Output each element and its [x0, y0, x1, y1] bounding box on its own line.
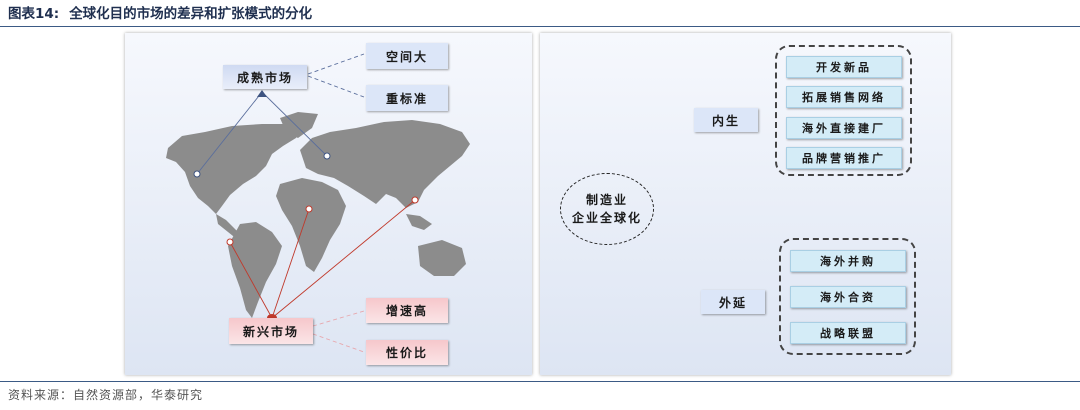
external-item-3: 战略联盟: [790, 322, 906, 344]
southeast-asia-shape: [406, 214, 432, 230]
mature-market-box: 成熟市场: [223, 65, 307, 89]
organic-item-2: 拓展销售网络: [786, 86, 902, 108]
bottom-rule: [0, 381, 1080, 382]
emerging-market-label: 新兴市场: [242, 324, 299, 339]
south-america-shape: [228, 222, 282, 318]
external-item-1: 海外并购: [790, 250, 906, 272]
manufacturing-globalization-node: 制造业 企业全球化: [560, 173, 654, 245]
north-america-shape: [166, 124, 303, 214]
figure-title: 图表14: 全球化目的市场的差异和扩张模式的分化: [8, 3, 312, 25]
africa-shape: [276, 178, 346, 272]
link-emerging-asia: [271, 199, 416, 319]
emerging-market-box: 新兴市场: [229, 318, 313, 344]
external-item-1-label: 海外并购: [820, 255, 876, 268]
organic-item-3-label: 海外直接建厂: [802, 122, 886, 135]
external-growth-box: 外延: [701, 290, 765, 314]
node-africa: [305, 205, 313, 213]
organic-item-1: 开发新品: [786, 56, 902, 78]
organic-growth-label: 内生: [711, 113, 740, 128]
mature-links: [196, 53, 365, 175]
organic-item-1-label: 开发新品: [816, 61, 872, 74]
emerging-trait-value-box: 性价比: [366, 340, 448, 365]
emerging-trait-growth: 增速高: [385, 304, 428, 318]
figure-label: 图表14:: [8, 6, 60, 22]
mature-trait-space-box: 空间大: [366, 43, 448, 69]
figure-title-text: 全球化目的市场的差异和扩张模式的分化: [69, 6, 313, 22]
australia-shape: [418, 240, 466, 276]
node-south-america: [226, 238, 234, 246]
link-emerging-africa: [271, 208, 310, 319]
organic-growth-box: 内生: [694, 108, 758, 132]
source-note: 资料来源：自然资源部，华泰研究: [8, 388, 204, 402]
link-mature-standard: [307, 75, 365, 98]
node-asia: [411, 196, 419, 204]
organic-item-2-label: 拓展销售网络: [802, 91, 886, 104]
external-growth-label: 外延: [718, 295, 747, 310]
link-mature-space: [307, 53, 365, 75]
eurasia-shape: [300, 120, 470, 208]
organic-items-group: [775, 45, 912, 176]
external-item-3-label: 战略联盟: [820, 327, 876, 340]
mature-market-label: 成熟市场: [236, 70, 293, 85]
center-line-1: 制造业: [585, 193, 628, 207]
node-europe: [323, 152, 331, 160]
organic-item-3: 海外直接建厂: [786, 117, 902, 139]
mature-arrow-head: [257, 90, 267, 97]
emerging-links: [229, 199, 416, 319]
mature-trait-standard: 重标准: [385, 91, 428, 106]
world-map: [166, 112, 470, 318]
node-north-america: [193, 170, 201, 178]
external-item-2-label: 海外合资: [820, 291, 876, 304]
emerging-trait-links: [312, 310, 365, 353]
emerging-trait-growth-box: 增速高: [366, 298, 448, 323]
external-item-2: 海外合资: [790, 286, 906, 308]
link-mature-europe: [261, 91, 328, 157]
center-line-2: 企业全球化: [571, 211, 642, 225]
link-mature-north-america: [196, 91, 263, 175]
link-emerging-value: [312, 333, 365, 353]
organic-item-4-label: 品牌营销推广: [802, 152, 886, 165]
link-emerging-growth: [312, 310, 365, 327]
mature-trait-standard-box: 重标准: [366, 85, 448, 111]
mature-trait-space: 空间大: [385, 49, 428, 64]
organic-item-4: 品牌营销推广: [786, 147, 902, 169]
emerging-trait-value: 性价比: [385, 346, 428, 360]
top-rule: [0, 26, 1080, 27]
external-items-group: [779, 238, 916, 355]
link-emerging-south-america: [229, 241, 273, 319]
